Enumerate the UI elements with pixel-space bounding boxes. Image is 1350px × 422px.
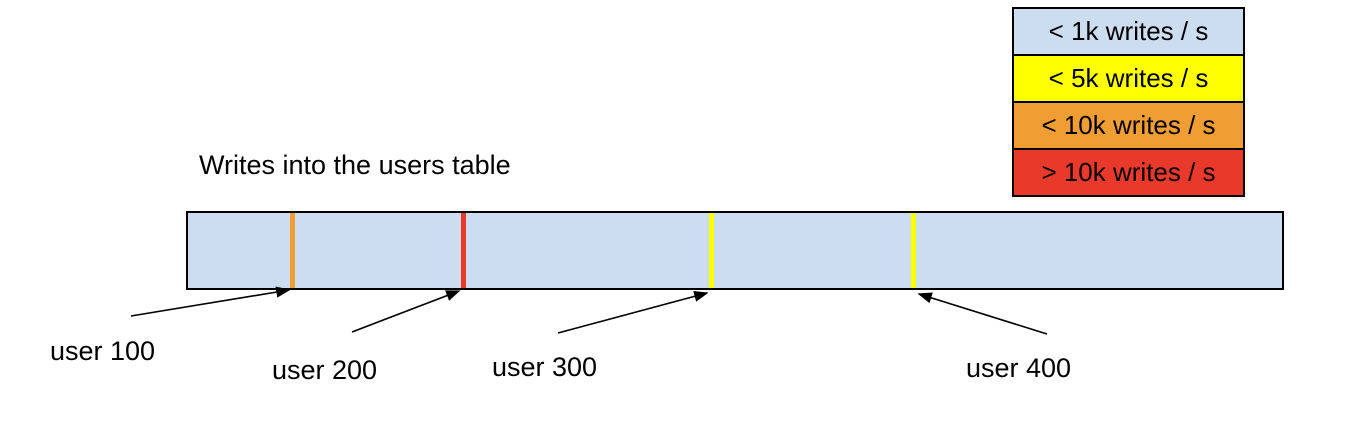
arrow-user-100 — [130, 286, 291, 317]
arrow-user-300 — [557, 290, 709, 334]
label-user-100: user 100 — [50, 336, 156, 366]
diagram-title: Writes into the users table — [199, 150, 511, 180]
write-hotspot-marker-user-100 — [289, 213, 295, 288]
label-user-200: user 200 — [272, 355, 378, 385]
legend-item-label: > 10k writes / s — [1041, 157, 1216, 187]
arrow-user-200 — [351, 290, 461, 333]
legend-item-label: < 1k writes / s — [1048, 16, 1209, 46]
legend-item-lt-1k: < 1k writes / s — [1012, 7, 1245, 56]
legend-item-label: < 10k writes / s — [1041, 110, 1216, 140]
label-user-300: user 300 — [492, 352, 598, 382]
users-table-bar — [186, 211, 1284, 290]
legend-item-gt-10k: > 10k writes / s — [1012, 148, 1245, 197]
write-hotspot-marker-user-400 — [910, 213, 916, 288]
annotation-arrows — [130, 286, 1048, 335]
write-hotspot-marker-user-300 — [708, 213, 714, 288]
label-user-400: user 400 — [966, 353, 1072, 383]
legend-item-lt-10k: < 10k writes / s — [1012, 101, 1245, 150]
legend: < 1k writes / s < 5k writes / s < 10k wr… — [1012, 7, 1245, 197]
arrow-user-400 — [917, 292, 1048, 335]
legend-item-lt-5k: < 5k writes / s — [1012, 54, 1245, 103]
write-hotspot-marker-user-200 — [460, 213, 466, 288]
legend-item-label: < 5k writes / s — [1048, 63, 1209, 93]
